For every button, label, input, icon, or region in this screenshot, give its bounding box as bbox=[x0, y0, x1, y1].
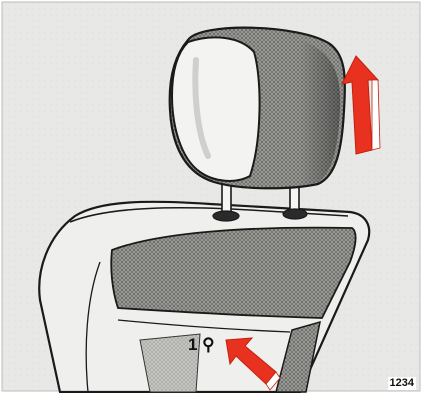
callout-label: 1 ⚲ bbox=[188, 336, 215, 354]
post-socket-left bbox=[213, 211, 239, 221]
seat-back-fabric-panel bbox=[111, 228, 355, 318]
figure-reference-number: 1234 bbox=[388, 377, 416, 390]
post-socket-right bbox=[283, 209, 307, 219]
